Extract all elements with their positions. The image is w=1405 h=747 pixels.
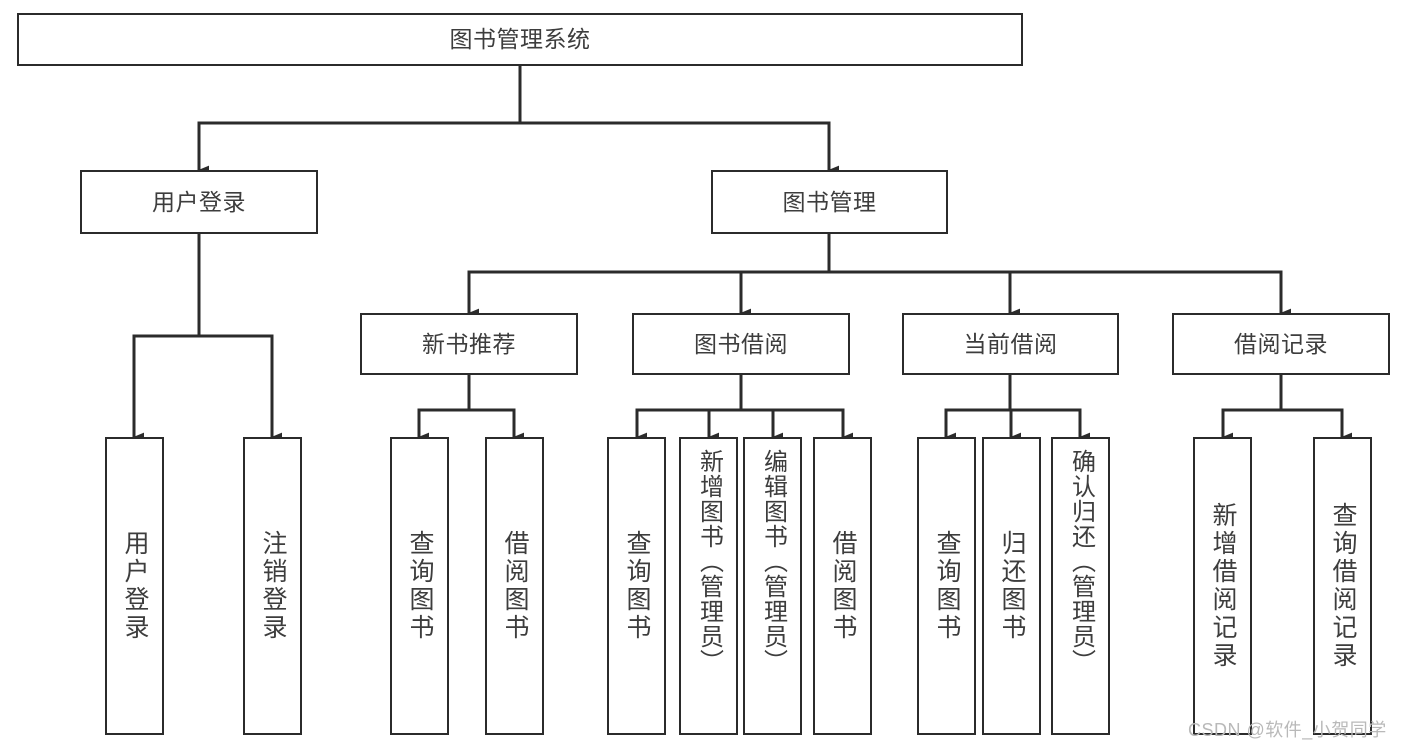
node-label: 查询图书	[406, 530, 434, 642]
node-leaf-borrow-book-2[interactable]: 借阅图书	[813, 437, 872, 735]
node-leaf-confirm-return-admin[interactable]: 确认归还（管理员）	[1051, 437, 1110, 735]
node-leaf-add-book-admin[interactable]: 新增图书（管理员）	[679, 437, 738, 735]
node-leaf-logout-login[interactable]: 注销登录	[243, 437, 302, 735]
node-leaf-query-book-3[interactable]: 查询图书	[917, 437, 976, 735]
node-borrow-record[interactable]: 借阅记录	[1172, 313, 1390, 375]
node-label: 图书管理	[782, 188, 877, 215]
node-root-book-management-system[interactable]: 图书管理系统	[17, 13, 1023, 66]
node-leaf-query-book-2[interactable]: 查询图书	[607, 437, 666, 735]
node-label: 新增图书（管理员）	[695, 449, 723, 674]
node-label: 新增借阅记录	[1209, 502, 1237, 670]
node-label: 查询借阅记录	[1329, 502, 1357, 670]
node-label: 查询图书	[933, 530, 961, 642]
node-label: 查询图书	[623, 530, 651, 642]
node-label: 确认归还（管理员）	[1067, 449, 1095, 674]
node-current-borrow[interactable]: 当前借阅	[902, 313, 1119, 375]
node-book-borrow[interactable]: 图书借阅	[632, 313, 850, 375]
node-leaf-query-borrow-record[interactable]: 查询借阅记录	[1313, 437, 1372, 735]
node-label: 借阅记录	[1234, 330, 1328, 357]
node-leaf-add-borrow-record[interactable]: 新增借阅记录	[1193, 437, 1252, 735]
node-label: 借阅图书	[829, 530, 857, 642]
node-leaf-return-book[interactable]: 归还图书	[982, 437, 1041, 735]
watermark: CSDN @软件_小贺同学	[1188, 720, 1387, 740]
node-label: 用户登录	[152, 188, 246, 215]
node-label: 编辑图书（管理员）	[759, 449, 787, 674]
node-leaf-borrow-book-1[interactable]: 借阅图书	[485, 437, 544, 735]
node-label: 借阅图书	[501, 530, 529, 642]
node-book-management[interactable]: 图书管理	[711, 170, 948, 234]
node-new-book-recommend[interactable]: 新书推荐	[360, 313, 578, 375]
node-leaf-user-login[interactable]: 用户登录	[105, 437, 164, 735]
node-label: 用户登录	[121, 530, 149, 642]
node-leaf-query-book-1[interactable]: 查询图书	[390, 437, 449, 735]
node-label: 图书借阅	[694, 330, 788, 357]
node-leaf-edit-book-admin[interactable]: 编辑图书（管理员）	[743, 437, 802, 735]
node-label: 图书管理系统	[449, 26, 591, 53]
node-label: 注销登录	[259, 530, 287, 642]
node-user-login[interactable]: 用户登录	[80, 170, 318, 234]
node-label: 归还图书	[998, 530, 1026, 642]
node-label: 当前借阅	[963, 330, 1058, 357]
node-label: 新书推荐	[422, 330, 516, 357]
